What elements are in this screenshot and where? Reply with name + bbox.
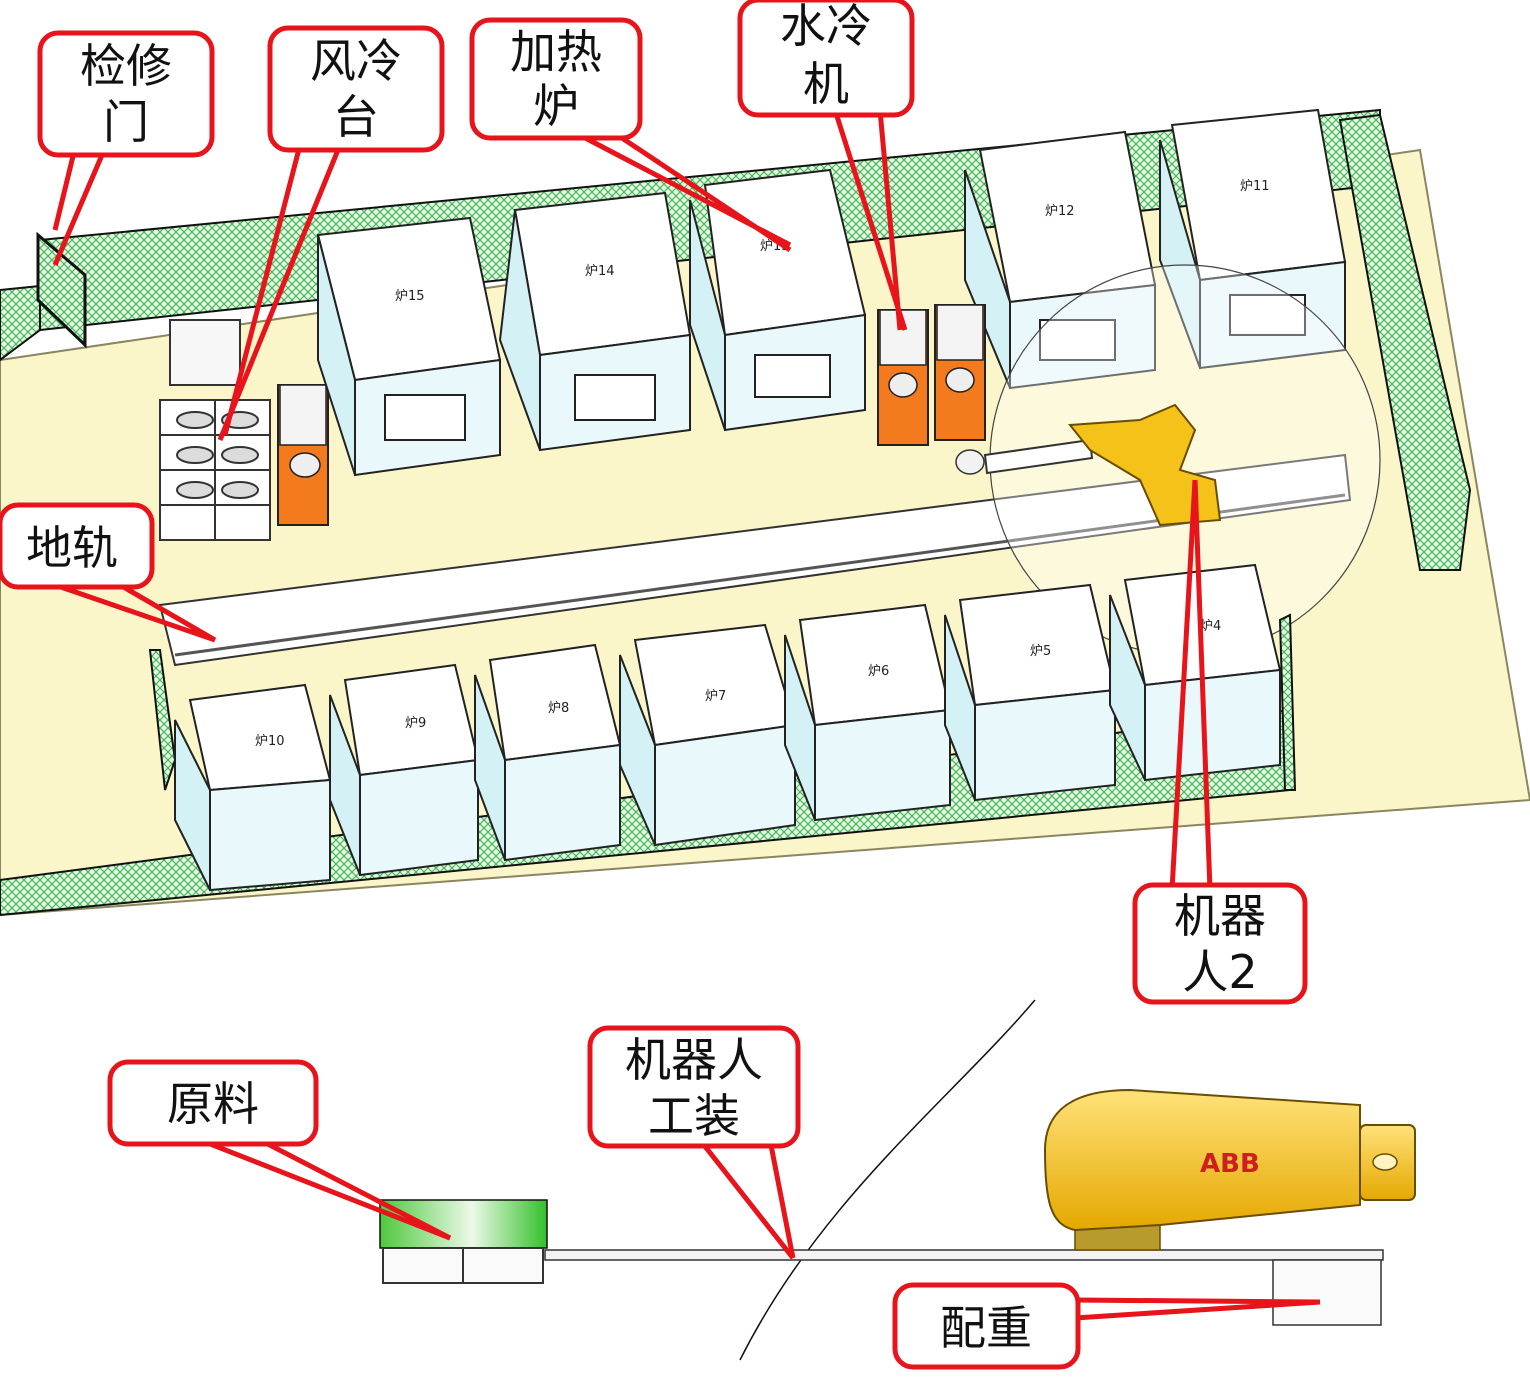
air-cooling-table xyxy=(159,319,271,541)
furnace-5: 炉5 xyxy=(944,583,1117,802)
svg-text:原料: 原料 xyxy=(167,1077,259,1131)
abb-robot: ABB xyxy=(1043,1088,1416,1251)
counterweight xyxy=(1272,1259,1382,1326)
svg-text:配重: 配重 xyxy=(940,1301,1032,1355)
furnace-13: 炉13 xyxy=(689,168,867,432)
ground-rail xyxy=(158,453,1352,667)
callout-inspection-door: 检修 门 xyxy=(37,30,215,158)
control-cabinet xyxy=(277,384,329,526)
abb-logo: ABB xyxy=(1200,1149,1260,1179)
svg-text:炉: 炉 xyxy=(533,79,579,133)
robot-fixture xyxy=(544,1249,1384,1261)
svg-text:机: 机 xyxy=(803,57,849,111)
furnace-12-label: 炉12 xyxy=(1045,204,1075,219)
furnace-6-label: 炉6 xyxy=(868,664,889,679)
furnace-4-label: 炉4 xyxy=(1200,619,1221,634)
svg-text:工装: 工装 xyxy=(648,1089,740,1143)
callout-raw-material: 原料 xyxy=(107,1059,319,1147)
svg-text:机器: 机器 xyxy=(1174,889,1266,943)
furnace-4: 炉4 xyxy=(1109,563,1282,782)
svg-text:人2: 人2 xyxy=(1182,945,1257,999)
furnace-10-label: 炉10 xyxy=(255,734,285,749)
furnace-row-bottom: 炉10 炉9 炉8 炉7 炉6 xyxy=(174,563,1282,892)
furnace-6: 炉6 xyxy=(784,603,952,822)
furnace-12: 炉12 xyxy=(964,130,1157,390)
furnace-9-label: 炉9 xyxy=(405,716,426,731)
robot-side-view: ABB xyxy=(379,999,1416,1361)
svg-text:加热: 加热 xyxy=(510,25,602,79)
callout-water-chiller: 水冷 机 xyxy=(737,0,915,118)
right-fence xyxy=(1338,113,1472,571)
furnace-10: 炉10 xyxy=(174,683,332,892)
callout-robot-fixture: 机器人 工装 xyxy=(587,1025,801,1149)
furnace-8-label: 炉8 xyxy=(548,701,569,716)
svg-text:风冷: 风冷 xyxy=(310,34,402,88)
callout-air-cooling-table: 风冷 台 xyxy=(267,25,445,153)
furnace-7-label: 炉7 xyxy=(705,689,726,704)
furnace-11-label: 炉11 xyxy=(1240,179,1270,194)
furnace-14-label: 炉14 xyxy=(585,264,615,279)
furnace-15: 炉15 xyxy=(316,216,502,477)
callout-heating-furnace: 加热 炉 xyxy=(469,17,643,141)
furnace-14: 炉14 xyxy=(498,191,692,452)
furnace-8: 炉8 xyxy=(474,643,622,862)
svg-text:水冷: 水冷 xyxy=(780,0,872,53)
svg-text:机器人: 机器人 xyxy=(625,1033,763,1087)
furnace-11: 炉11 xyxy=(1159,108,1347,370)
callout-robot2: 机器 人2 xyxy=(1132,882,1308,1005)
svg-text:地轨: 地轨 xyxy=(26,521,118,575)
svg-text:台: 台 xyxy=(333,90,379,144)
furnace-row-top: 炉15 炉14 炉13 炉12 炉11 xyxy=(316,108,1347,477)
furnace-5-label: 炉5 xyxy=(1030,644,1051,659)
callout-counterweight: 配重 xyxy=(892,1282,1081,1370)
water-chillers xyxy=(877,304,986,446)
leader-lines xyxy=(52,109,1321,1321)
furnace-15-label: 炉15 xyxy=(395,289,425,304)
callout-ground-rail: 地轨 xyxy=(0,502,155,590)
inspection-door xyxy=(36,231,87,349)
svg-text:检修: 检修 xyxy=(80,39,172,93)
furnace-9: 炉9 xyxy=(329,663,480,877)
furnace-7: 炉7 xyxy=(619,623,797,847)
svg-text:门: 门 xyxy=(103,95,149,149)
